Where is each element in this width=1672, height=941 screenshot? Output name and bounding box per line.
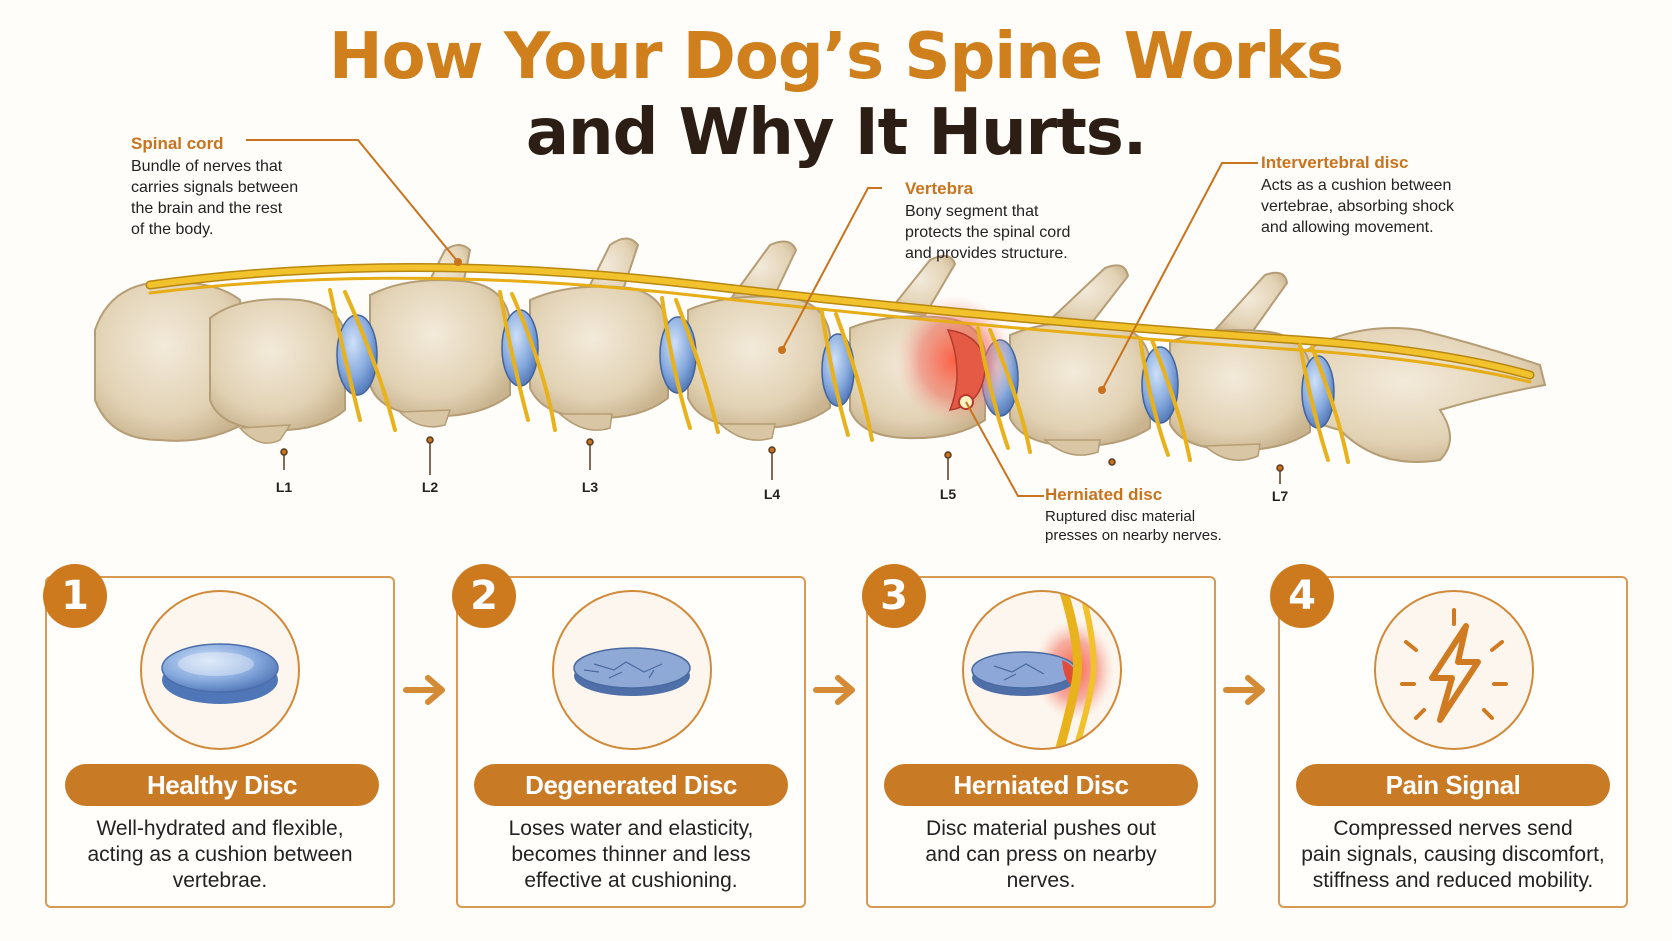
degenerated-disc-icon [552, 590, 712, 750]
stage-desc-4-line-3: stiffness and reduced mobility. [1312, 869, 1594, 892]
stage-desc-2-line-2: becomes thinner and less [511, 843, 751, 866]
callout-spinal-cord-desc-1: Bundle of nerves that [131, 158, 283, 175]
callout-herniated-disc-title: Herniated disc [1045, 485, 1163, 504]
arrow-right-icon [813, 675, 855, 705]
healthy-disc-icon [140, 590, 300, 750]
callout-spinal-cord-title: Spinal cord [131, 134, 224, 153]
level-markers [280, 436, 1284, 484]
callout-herniated-disc-desc-2: presses on nearby nerves. [1045, 527, 1222, 544]
callout-spinal-cord: Spinal cord Bundle of nerves that carrie… [131, 134, 298, 240]
callout-herniated-disc-desc-1: Ruptured disc material [1045, 508, 1196, 525]
stage-desc-3-line-1: Disc material pushes out [926, 817, 1156, 840]
callout-leaders [246, 139, 1258, 497]
callout-spinal-cord-desc-2: carries signals between [131, 179, 299, 196]
stage-title-1: Healthy Disc [65, 764, 379, 806]
stage-desc-3-line-2: and can press on nearby [925, 843, 1157, 866]
herniated-disc-icon [962, 590, 1122, 750]
stage-desc-3-line-3: nerves. [1006, 869, 1076, 892]
stage-number-badge-4: 4 [1270, 564, 1334, 628]
level-label-l5: L5 [939, 486, 957, 502]
herniation-inflammation [895, 295, 1015, 425]
level-label-l1: L1 [275, 479, 293, 495]
spinal-cord [145, 263, 1535, 384]
callout-spinal-cord-desc-4: of the body. [131, 221, 214, 238]
stage-title-2: Degenerated Disc [474, 764, 788, 806]
callout-herniated-disc: Herniated disc Ruptured disc material pr… [1045, 485, 1222, 545]
intervertebral-discs [336, 309, 1335, 429]
lower-processes [238, 409, 1261, 461]
arrow-right-icon [403, 675, 445, 705]
spinal-nerves [328, 288, 1350, 464]
stage-number-badge-1: 1 [43, 564, 107, 628]
level-label-l2: L2 [421, 479, 439, 495]
stage-number-badge-3: 3 [862, 564, 926, 628]
callout-intervertebral-disc-desc-1: Acts as a cushion between [1261, 177, 1452, 194]
arrow-right-icon [1223, 675, 1265, 705]
callout-vertebra: Vertebra Bony segment that protects the … [905, 179, 1070, 264]
title-line-1: How Your Dog’s Spine Works [329, 20, 1344, 94]
level-label-l3: L3 [581, 479, 599, 495]
level-label-l4: L4 [763, 486, 781, 502]
callout-vertebra-title: Vertebra [905, 179, 974, 198]
stage-desc-1-line-1: Well-hydrated and flexible, [96, 817, 344, 840]
stage-desc-2-line-1: Loses water and elasticity, [508, 817, 754, 840]
stage-title-3: Herniated Disc [884, 764, 1198, 806]
stage-desc-4-line-1: Compressed nerves send [1333, 817, 1573, 840]
callout-spinal-cord-desc-3: the brain and the rest [131, 200, 283, 217]
stage-desc-1-line-2: acting as a cushion between [87, 843, 353, 866]
lightning-bolt-icon [1374, 590, 1534, 750]
callout-vertebra-desc-3: and provides structure. [905, 245, 1068, 262]
callout-vertebra-desc-1: Bony segment that [905, 203, 1039, 220]
stage-number-badge-2: 2 [452, 564, 516, 628]
callout-vertebra-desc-2: protects the spinal cord [905, 224, 1071, 241]
title-line-2: and Why It Hurts. [525, 96, 1147, 170]
callout-intervertebral-disc-title: Intervertebral disc [1261, 153, 1409, 172]
callout-intervertebral-disc-desc-3: and allowing movement. [1261, 219, 1434, 236]
stage-desc-1-line-3: vertebrae. [172, 869, 268, 892]
stage-desc-4-line-2: pain signals, causing discomfort, [1301, 843, 1605, 866]
stage-title-4: Pain Signal [1296, 764, 1610, 806]
stage-desc-2-line-3: effective at cushioning. [524, 869, 738, 892]
callout-intervertebral-disc-desc-2: vertebrae, absorbing shock [1261, 198, 1454, 215]
level-label-l7: L7 [1271, 488, 1289, 504]
callout-intervertebral-disc: Intervertebral disc Acts as a cushion be… [1261, 153, 1454, 238]
